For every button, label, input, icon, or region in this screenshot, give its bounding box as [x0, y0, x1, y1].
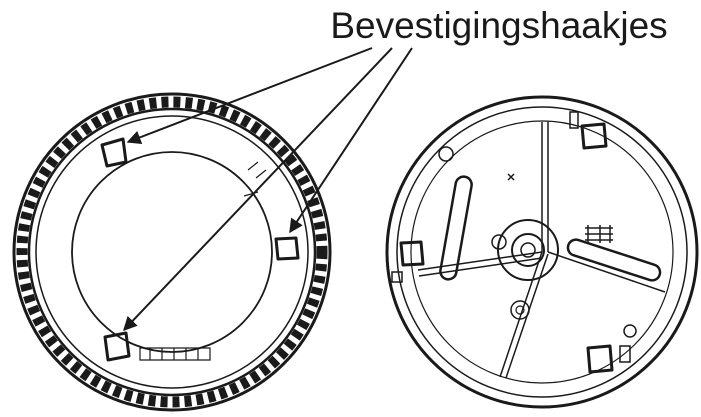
left-ring-inner-edge [27, 107, 317, 397]
right-boss-bottom [510, 300, 530, 320]
callout-label: Bevestigingshaakjes [330, 5, 668, 46]
left-mounting-ring [12, 92, 332, 412]
right-slot-left [439, 175, 473, 281]
left-hook-top [100, 137, 128, 168]
left-bottom-slots [139, 347, 211, 361]
right-tab-top [569, 111, 579, 129]
right-rib-right [547, 251, 666, 293]
left-ring-outer-edge [12, 92, 332, 412]
left-ring-serrations [16, 96, 328, 408]
right-slot-right [566, 238, 662, 282]
right-rib-bottom [499, 251, 543, 378]
callout-arrows [123, 47, 413, 332]
right-embossed-mark [585, 225, 613, 243]
left-inner-disc [71, 151, 273, 353]
right-hub-inner [511, 233, 545, 267]
right-boss-bottom-hole [515, 305, 525, 315]
arrow-to-top-hook [126, 47, 373, 145]
right-hook-bottom [586, 344, 614, 374]
left-hook-bottom [103, 331, 131, 362]
right-hook-top [580, 122, 608, 150]
right-boss-top [438, 146, 454, 162]
right-hub-hole [520, 242, 536, 258]
right-tab-bottom [619, 345, 631, 363]
right-hub-outer [497, 219, 559, 281]
right-base-rim [396, 106, 688, 398]
right-tab-left [391, 271, 403, 283]
right-base-inner-rim [410, 120, 674, 384]
arrow-to-right-hook [289, 47, 413, 234]
right-rib-left [417, 251, 543, 271]
arrow-to-bottom-hook [123, 47, 393, 332]
right-mounting-base [385, 95, 699, 409]
right-base-outer-edge [385, 95, 699, 409]
right-small-mark [507, 173, 515, 181]
left-ring-step [35, 115, 309, 389]
right-boss-left [491, 234, 507, 250]
left-hook-right [274, 236, 300, 261]
right-boss-lower-right [623, 324, 637, 338]
right-hook-left [399, 240, 425, 267]
